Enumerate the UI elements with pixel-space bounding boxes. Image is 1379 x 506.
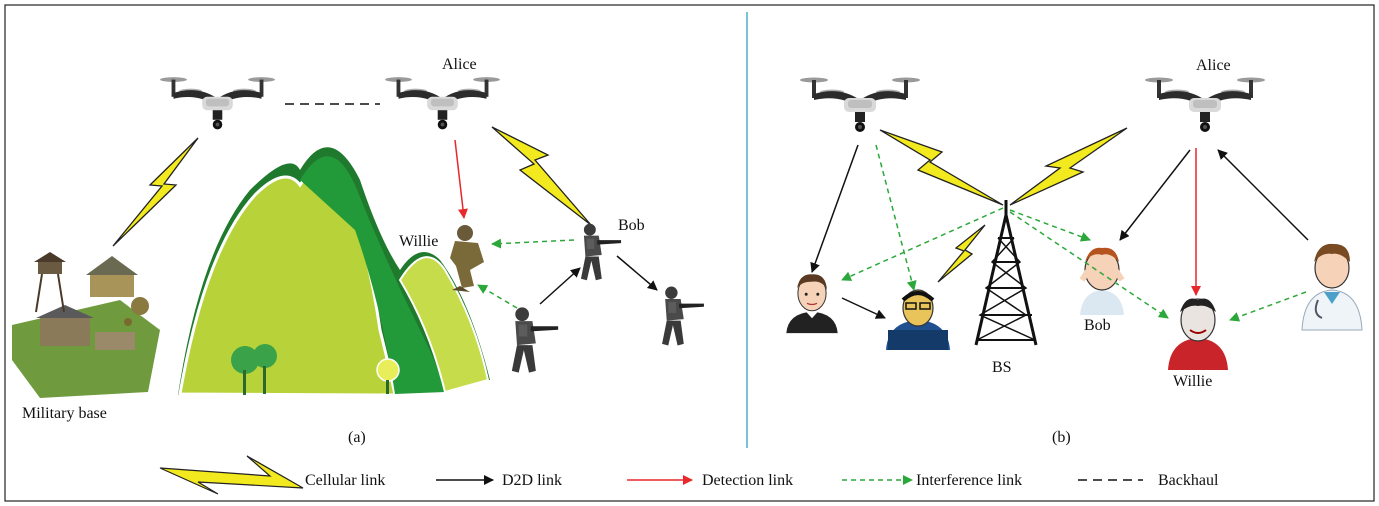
- legend: Cellular link D2D link Detection link In…: [159, 455, 1219, 495]
- d2d-link-b-4: [1217, 149, 1309, 241]
- detection-link-a: [454, 139, 468, 219]
- drone-left-a: [160, 77, 275, 130]
- soldier-right: [662, 286, 704, 346]
- mountain-illustration: [178, 147, 490, 397]
- interference-link-b-4: [1009, 211, 1169, 319]
- drone-alice-a: [385, 77, 500, 130]
- user-left-b: [785, 273, 839, 334]
- willie-figure-a: [450, 225, 484, 292]
- interference-link-b-5: [1229, 291, 1307, 322]
- label-bob-b: Bob: [1084, 317, 1111, 334]
- drone-left-b: [800, 77, 920, 132]
- legend-cellular-label: Cellular link: [305, 472, 385, 489]
- label-military-base: Military base: [22, 405, 107, 422]
- caption-b: (b): [1052, 429, 1071, 446]
- panel-a: Alice Military base: [12, 56, 704, 446]
- label-bs: BS: [992, 359, 1012, 376]
- user-glasses-b: [886, 289, 950, 350]
- cellular-bolt-b-small: [937, 224, 986, 283]
- caption-a: (a): [348, 429, 366, 446]
- interference-link-a-1: [491, 238, 575, 249]
- legend-detection-label: Detection link: [702, 472, 793, 489]
- label-alice-b: Alice: [1196, 57, 1231, 74]
- interference-link-a-2: [477, 284, 518, 309]
- d2d-link-b-2: [841, 297, 886, 319]
- interference-link-b-3: [1009, 209, 1091, 242]
- panel-b: Alice BS Bob: [785, 57, 1363, 446]
- cellular-bolt-b-right: [1009, 127, 1128, 206]
- legend-interference-label: Interference link: [916, 472, 1022, 489]
- label-willie-b: Willie: [1173, 373, 1212, 390]
- interference-link-b-2: [841, 207, 1004, 281]
- d2d-link-b-1: [810, 144, 859, 273]
- base-station-tower: [974, 200, 1038, 346]
- drone-alice-b: [1145, 77, 1265, 132]
- doctor-figure-b: [1301, 243, 1363, 331]
- legend-backhaul-label: Backhaul: [1158, 472, 1219, 489]
- d2d-link-b-3: [1119, 149, 1191, 241]
- label-bob-a: Bob: [618, 217, 645, 234]
- cellular-bolt-a-left: [112, 137, 199, 247]
- label-alice-a: Alice: [442, 56, 477, 73]
- d2d-link-a-1: [539, 267, 581, 305]
- legend-cellular-bolt: [159, 455, 304, 495]
- interference-link-b-1: [875, 144, 917, 291]
- soldier-lower: [511, 307, 559, 373]
- military-base-illustration: [12, 252, 160, 398]
- outer-border: [4, 4, 1375, 502]
- willie-figure-b: [1168, 298, 1228, 370]
- label-willie-a: Willie: [399, 233, 438, 250]
- cellular-bolt-a-right: [491, 126, 592, 226]
- soldier-bob: [580, 223, 622, 281]
- legend-d2d-label: D2D link: [502, 472, 562, 489]
- bob-figure-b: [1079, 247, 1125, 315]
- cellular-bolt-b-left: [879, 129, 1004, 206]
- d2d-link-a-2: [616, 255, 658, 291]
